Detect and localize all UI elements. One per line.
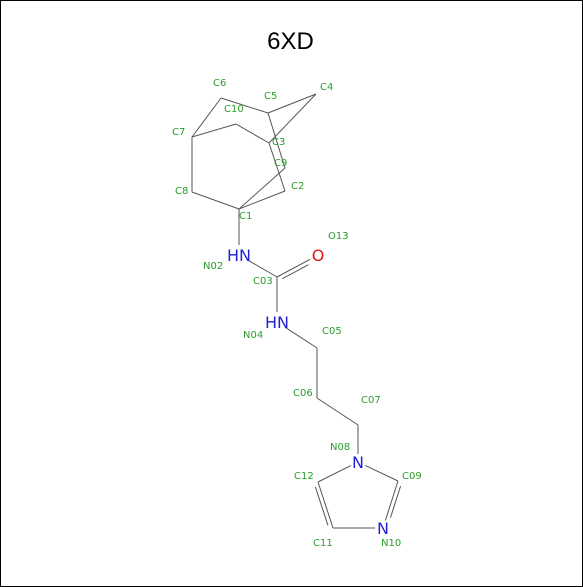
atom-symbol-n02: HN bbox=[227, 246, 251, 265]
bond-c09-n10-second-line bbox=[389, 485, 402, 518]
atom-label-c06: C06 bbox=[293, 388, 313, 399]
atom-label-c6: C6 bbox=[213, 78, 226, 89]
atom-label-n04: N04 bbox=[243, 330, 263, 341]
bond-c6-c7 bbox=[191, 97, 222, 138]
atom-label-c7: C7 bbox=[172, 127, 185, 138]
bond-c9-c1 bbox=[238, 167, 286, 210]
bond-c11-c12 bbox=[317, 481, 334, 529]
bond-n02-c03 bbox=[247, 259, 278, 278]
atom-symbol-o13: O bbox=[312, 246, 325, 265]
atom-symbol-n08: N bbox=[352, 453, 364, 472]
atom-label-c12: C12 bbox=[294, 471, 314, 482]
bond-layer bbox=[191, 93, 402, 529]
bond-c12-n08 bbox=[317, 465, 352, 483]
bond-c03-o13 bbox=[276, 258, 311, 278]
atom-label-o13: O13 bbox=[328, 231, 349, 242]
molecule-title: 6XD bbox=[267, 28, 314, 55]
atom-label-c07: C07 bbox=[361, 395, 381, 406]
bond-n08-c09 bbox=[365, 464, 399, 482]
bond-c03-o13-second-line bbox=[282, 264, 309, 280]
atom-label-c09: C09 bbox=[402, 471, 422, 482]
atom-label-c05: C05 bbox=[322, 326, 342, 337]
bond-c06-c07 bbox=[316, 397, 359, 426]
atom-label-c9: C9 bbox=[274, 158, 287, 169]
bond-c3-c10 bbox=[235, 123, 270, 144]
atom-label-c11: C11 bbox=[313, 538, 333, 549]
atom-label-c4: C4 bbox=[320, 82, 333, 93]
bond-c2-c3 bbox=[268, 142, 286, 192]
atom-label-c03: C03 bbox=[253, 276, 273, 287]
atom-symbol-n04: HN bbox=[265, 313, 289, 332]
atom-label-c8: C8 bbox=[175, 186, 188, 197]
bond-n04-c05 bbox=[285, 327, 318, 349]
bond-c7-c10 bbox=[191, 123, 237, 138]
bond-c4-c5 bbox=[267, 93, 317, 114]
atom-label-n02: N02 bbox=[203, 261, 223, 272]
bond-c11-c12-second-line bbox=[314, 486, 329, 526]
bond-c3-c4 bbox=[268, 93, 317, 144]
heteroatom-layer: HN O HN N N bbox=[227, 246, 389, 538]
atom-label-n10: N10 bbox=[381, 538, 401, 549]
bond-c1-c2 bbox=[238, 190, 286, 210]
bond-c5-c9 bbox=[267, 112, 286, 169]
atom-label-c1: C1 bbox=[239, 211, 252, 222]
atom-label-c2: C2 bbox=[291, 181, 304, 192]
bond-c5-c6 bbox=[220, 97, 269, 114]
atom-label-c10: C10 bbox=[224, 104, 244, 115]
bond-c8-c1 bbox=[191, 191, 240, 210]
bond-c09-n10 bbox=[384, 480, 399, 521]
atom-label-c5: C5 bbox=[264, 91, 277, 102]
atom-label-c3: C3 bbox=[272, 137, 285, 148]
atom-symbol-n10: N bbox=[377, 519, 389, 538]
atom-label-n08: N08 bbox=[330, 442, 350, 453]
